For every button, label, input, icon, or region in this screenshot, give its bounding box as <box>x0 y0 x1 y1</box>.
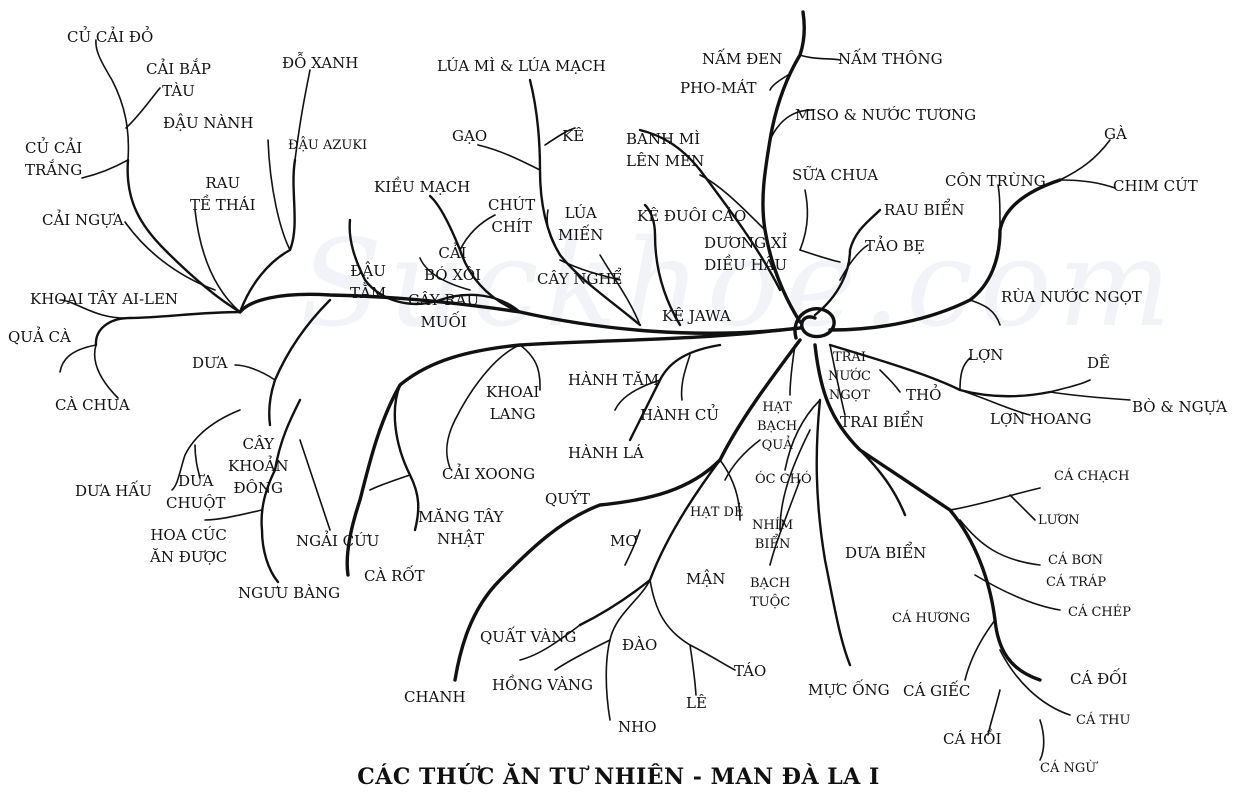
label-banh-mi: BÁNH MÌ LÊN MEN <box>626 128 704 172</box>
label-hat-de: HẠT DẺ <box>690 503 743 522</box>
label-ke-duoi-cao: KÊ ĐUÔI CÁO <box>637 205 746 227</box>
label-dao: ĐÀO <box>622 634 657 656</box>
label-ngai-cuu: NGẢI CỨU <box>296 530 379 552</box>
label-cu-cai-trang: CỦ CẢI TRẮNG <box>25 137 82 181</box>
label-khoai-tay: KHOAI TÂY AI-LEN <box>30 288 178 310</box>
label-rau-bien: RAU BIỂN <box>884 199 965 221</box>
label-dua-hau: DƯA HẤU <box>75 480 152 502</box>
label-ca-bon: CÁ BƠN <box>1048 551 1103 570</box>
label-hanh-tam: HÀNH TĂM <box>568 369 659 391</box>
label-con-trung: CÔN TRÙNG <box>945 170 1046 192</box>
label-ca-trap: CÁ TRÁP <box>1046 573 1106 592</box>
label-cu-cai-do: CỦ CẢI ĐỎ <box>67 26 153 48</box>
label-muc-ong: MỰC ỐNG <box>808 679 890 701</box>
label-cai-ngua: CẢI NGỰA <box>42 209 124 231</box>
label-ga: GÀ <box>1104 123 1127 145</box>
label-cay-khoan-dong: CÂY KHOẢN ĐÔNG <box>228 433 289 499</box>
label-ca-thu: CÁ THU <box>1076 711 1130 730</box>
label-hat-bach-qua: HẠT BẠCH QUẢ <box>757 398 797 455</box>
label-cay-nghe: CÂY NGHỂ <box>537 268 623 290</box>
label-ca-giec: CÁ GIẾC <box>903 680 970 702</box>
label-chim-cut: CHIM CÚT <box>1113 175 1198 197</box>
label-lua-mi: LÚA MÌ & LÚA MẠCH <box>437 55 606 77</box>
label-do-xanh: ĐỖ XANH <box>282 52 358 74</box>
label-nguu-bang: NGƯU BÀNG <box>238 582 340 604</box>
label-quyt: QUÝT <box>545 488 590 510</box>
label-de: DÊ <box>1087 352 1110 374</box>
label-sua-chua: SỮA CHUA <box>792 164 878 186</box>
label-cay-rau-muoi: CÂY RAU MUỐI <box>408 289 479 333</box>
label-tho: THỎ <box>906 384 941 406</box>
label-ke: KÊ <box>562 125 584 147</box>
label-duong-xi: DƯƠNG XỈ DIỀU HÂU <box>704 232 787 276</box>
label-ca-doi: CÁ ĐỐI <box>1070 668 1127 690</box>
label-dau-nanh: ĐẬU NÀNH <box>163 112 254 134</box>
label-cai-bap-tau: CẢI BẮP TÀU <box>146 58 211 102</box>
label-nam-thong: NẤM THÔNG <box>838 48 943 70</box>
label-tao: TÁO <box>734 660 766 682</box>
label-hanh-cu: HÀNH CỦ <box>640 404 719 426</box>
label-hanh-la: HÀNH LÁ <box>568 442 644 464</box>
label-miso: MISO & NƯỚC TƯƠNG <box>795 104 976 126</box>
label-dau-azuki: ĐẬU AZUKI <box>288 136 367 155</box>
label-cai-xoong: CẢI XOONG <box>442 463 535 485</box>
label-dua-chuot: DƯA CHUỘT <box>166 470 226 514</box>
label-cai-bo-xoi: CẢI BÓ XÔI <box>424 242 481 286</box>
label-chut-chit: CHÚT CHÍT <box>488 194 535 238</box>
label-ca-chep: CÁ CHÉP <box>1068 603 1131 622</box>
label-ca-chach: CÁ CHẠCH <box>1054 467 1129 486</box>
label-gao: GẠO <box>452 125 487 147</box>
label-man: MẬN <box>686 568 725 590</box>
branch-roots <box>347 330 780 575</box>
label-bo-ngua: BÒ & NGỰA <box>1132 396 1227 418</box>
label-rau-te-thai: RAU TỀ THÁI <box>190 172 256 216</box>
label-ca-rot: CÀ RỐT <box>364 565 425 587</box>
label-ke-jawa: KÊ JAWA <box>662 305 731 327</box>
label-luon: LƯƠN <box>1038 511 1080 530</box>
label-dua: DƯA <box>192 352 228 374</box>
label-lua-mien: LÚA MIẾN <box>558 202 603 246</box>
label-trai-bien: TRAI BIỂN <box>840 411 924 433</box>
label-tao-be: TẢO BẸ <box>865 235 925 257</box>
label-qua-ca: QUẢ CÀ <box>8 326 71 348</box>
label-nho: NHO <box>618 716 657 738</box>
label-lon: LỢN <box>968 344 1003 366</box>
label-dau-tam: ĐẬU TẰM <box>350 260 386 304</box>
label-quat-vang: QUẤT VÀNG <box>480 626 576 648</box>
label-mo: MƠ <box>610 530 638 552</box>
label-chanh: CHANH <box>404 686 466 708</box>
label-trai-nuoc-ngot: TRAI NƯỚC NGỌT <box>828 348 871 405</box>
label-nam-den: NẤM ĐEN <box>702 48 782 70</box>
label-pho-mat: PHO-MÁT <box>680 77 756 99</box>
label-rua-nuoc-ngot: RÙA NƯỚC NGỌT <box>1001 286 1142 308</box>
label-ca-chua: CÀ CHUA <box>55 394 130 416</box>
label-hong-vang: HỒNG VÀNG <box>492 674 593 696</box>
label-oc-cho: ÓC CHÓ <box>755 470 812 489</box>
label-kieu-mach: KIỀU MẠCH <box>374 176 470 198</box>
label-hoa-cuc: HOA CÚC ĂN ĐƯỢC <box>150 524 227 568</box>
label-le: LÊ <box>686 692 707 714</box>
label-bach-tuoc: BẠCH TUỘC <box>750 574 790 612</box>
diagram-title: CÁC THỨC ĂN TƯ NHIÊN - MAN ĐÀ LA I <box>0 764 1237 790</box>
label-ca-hoi: CÁ HỒI <box>943 728 1001 750</box>
label-ca-huong: CÁ HƯƠNG <box>892 609 970 628</box>
label-dua-bien: DƯA BIỂN <box>845 542 926 564</box>
label-khoai-lang: KHOAI LANG <box>486 381 539 425</box>
label-lon-hoang: LỢN HOANG <box>990 408 1091 430</box>
label-mang-tay: MĂNG TÂY NHẬT <box>418 506 503 550</box>
label-nhim-bien: NHÍM BIỂN <box>752 516 793 554</box>
